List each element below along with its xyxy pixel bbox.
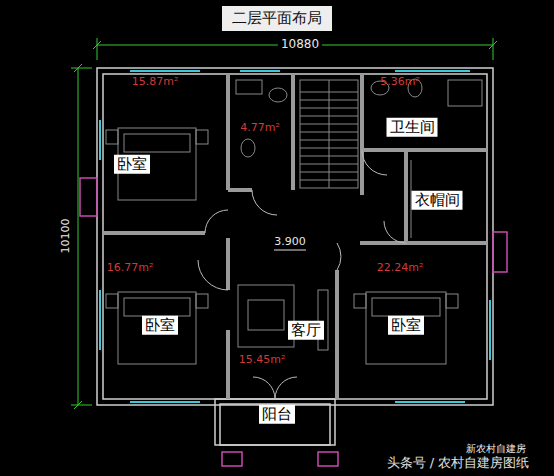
plan-title: 二层平面布局 [222, 6, 332, 31]
room-name: 卫生间 [387, 118, 438, 137]
area-value: 4.77m² [240, 122, 280, 134]
room-name: 卧室 [388, 316, 424, 335]
room: 衣帽间 [406, 150, 487, 243]
area-value: 15.45m² [239, 354, 286, 366]
room: 客厅 15.45m² [228, 250, 337, 399]
dimension: 10880 [278, 38, 322, 51]
elevation-mark: 3.900 [274, 236, 306, 248]
room-name: 卧室 [142, 316, 178, 335]
room-name: 衣帽间 [412, 191, 463, 210]
room: 15.87m² 卧室 [103, 74, 228, 233]
room-name: 阳台 [259, 405, 295, 424]
room: 阳台 [215, 399, 335, 445]
room: 22.24m² 卧室 [337, 243, 487, 399]
room: 16.77m² 卧室 [103, 233, 228, 399]
watermark: 新农村自建房 [466, 443, 526, 454]
room: 5.36m² 卫生间 [362, 74, 487, 150]
dimension: 10100 [60, 217, 72, 256]
area-value: 5.36m² [380, 76, 420, 88]
room-name: 卧室 [114, 155, 150, 174]
watermark: 头条号 / 农村自建房图纸 [384, 455, 533, 471]
area-value: 22.24m² [377, 262, 424, 274]
room: 4.77m² [228, 74, 293, 190]
area-value: 16.77m² [107, 262, 154, 274]
area-value: 15.87m² [132, 76, 179, 88]
room-name: 客厅 [288, 321, 324, 340]
